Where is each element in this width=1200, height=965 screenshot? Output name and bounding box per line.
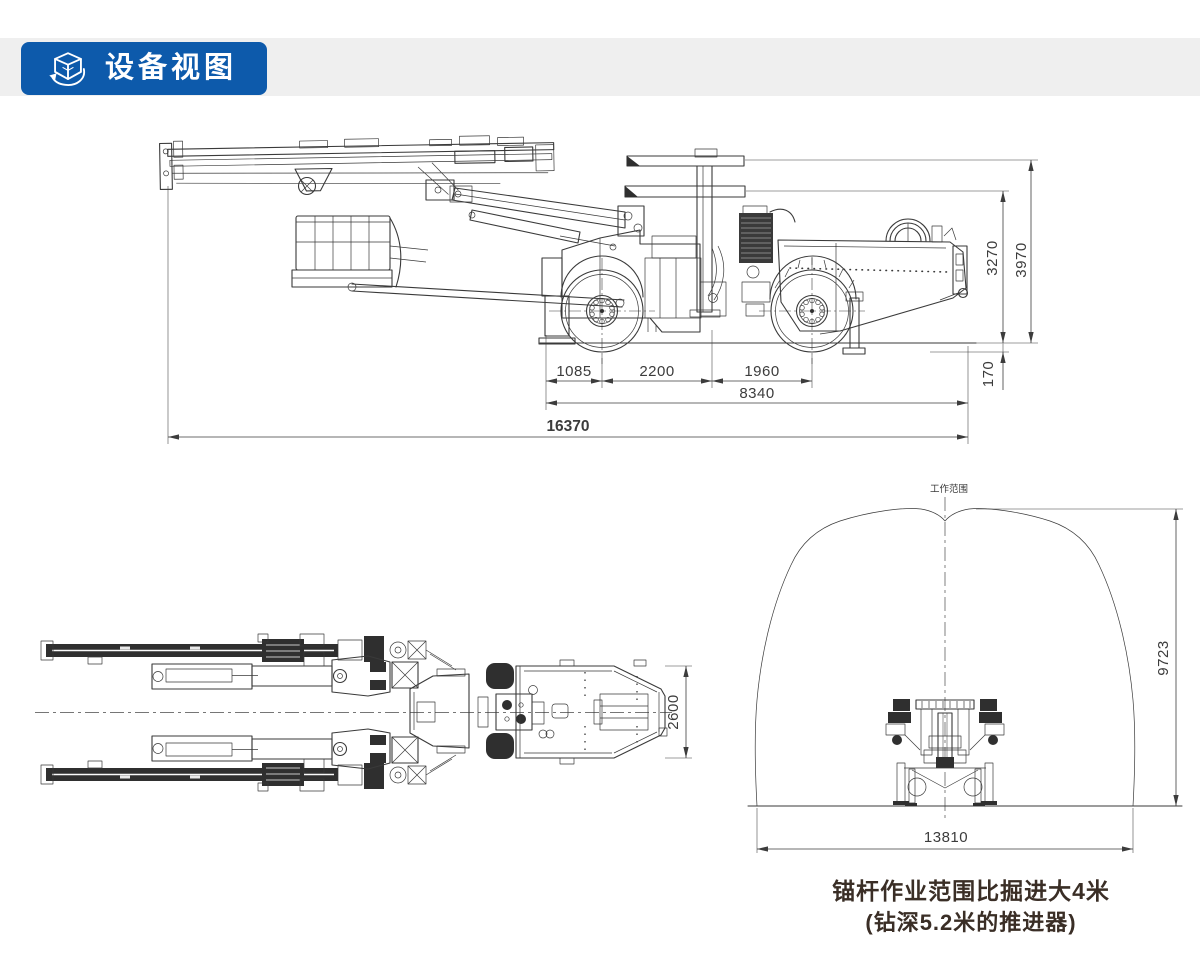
dim-envelope-width: 13810 xyxy=(924,829,968,846)
rear-tank xyxy=(777,218,969,355)
dim-carrier-length: 8340 xyxy=(739,385,774,402)
page-title: 设备视图 xyxy=(105,52,238,84)
caption: 锚杆作业范围比掘进大4米 (钻深5.2米的推进器) xyxy=(790,876,1152,938)
dim-envelope-height: 9723 xyxy=(1155,640,1172,675)
canopy xyxy=(624,148,746,318)
cube-3d-rotate-icon xyxy=(49,51,86,86)
caption-line2: (钻深5.2米的推进器) xyxy=(865,910,1077,935)
operator-basket xyxy=(291,215,429,288)
boom xyxy=(347,179,645,308)
articulation-joint xyxy=(495,693,533,731)
carrier-chassis xyxy=(538,229,727,345)
dim-height-overall: 3970 xyxy=(1013,242,1030,277)
machine-front-view xyxy=(885,699,1005,806)
top-view-tire xyxy=(486,733,514,759)
engine xyxy=(739,205,796,317)
dim-height-inner: 3270 xyxy=(984,240,1001,275)
dim-ground-clearance: 170 xyxy=(980,361,997,388)
equipment-view-badge: 设备视图 xyxy=(21,42,267,95)
top-view: 2600 xyxy=(35,633,692,792)
dim-machine-width: 2600 xyxy=(665,694,682,729)
top-view-carrier xyxy=(409,659,668,765)
side-view: 1085 2200 1960 8340 16370 3270 3970 170 xyxy=(159,135,1038,444)
drill-feed xyxy=(159,135,555,195)
dimension-lines xyxy=(168,160,1034,440)
dim-overall-length: 16370 xyxy=(546,418,589,435)
work-range-label: 工作范围 xyxy=(930,483,968,495)
swivel-joint xyxy=(297,176,317,196)
front-wheel xyxy=(549,255,655,364)
top-view-tire xyxy=(486,663,514,689)
top-view-boom-feed xyxy=(40,633,457,697)
rear-wheel xyxy=(759,255,865,364)
caption-line1: 锚杆作业范围比掘进大4米 xyxy=(832,878,1110,904)
tunnel-section: 工作范围 9723 13810 xyxy=(747,483,1183,853)
dim-rear-segment: 1960 xyxy=(744,363,779,380)
dim-mid-segment: 2200 xyxy=(639,363,674,380)
work-envelope-outline xyxy=(754,508,1136,807)
dim-front-segment: 1085 xyxy=(556,363,591,380)
